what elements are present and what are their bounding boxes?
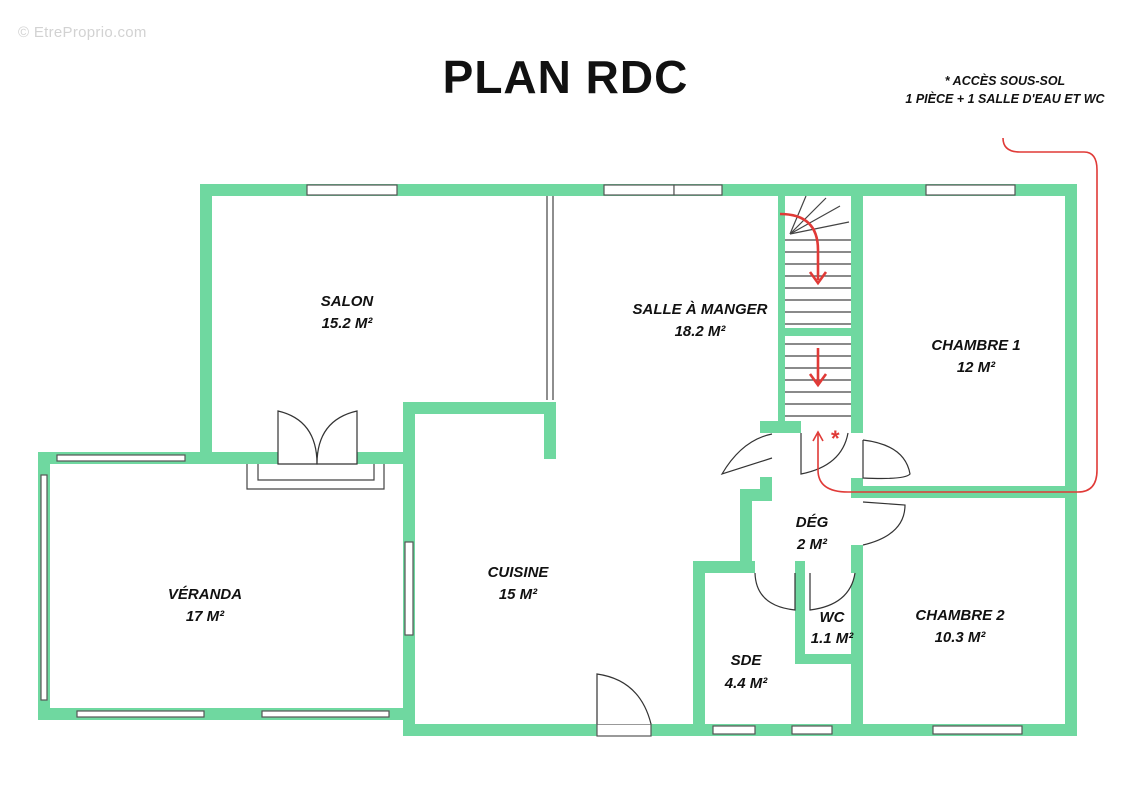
doors	[277, 410, 911, 725]
room-wc-name: WC	[820, 609, 846, 626]
stair-arrows	[779, 137, 1098, 493]
room-veranda-area: 17 M²	[186, 608, 225, 625]
partition-lines	[246, 196, 554, 490]
room-salon-name: SALON	[321, 293, 375, 310]
page-title: PLAN RDC	[442, 51, 689, 103]
room-sde-area: 4.4 M²	[724, 675, 769, 692]
room-cuisine-name: CUISINE	[488, 564, 550, 581]
room-chambre1-name: CHAMBRE 1	[931, 337, 1020, 354]
room-deg-name: DÉG	[796, 514, 829, 531]
basement-note: * ACCÈS SOUS-SOL 1 PIÈCE + 1 SALLE D'EAU…	[880, 72, 1130, 108]
basement-access-marker: *	[831, 426, 840, 451]
basement-note-line1: * ACCÈS SOUS-SOL	[944, 74, 1066, 88]
room-veranda-name: VÉRANDA	[168, 586, 242, 603]
windows	[40, 184, 1023, 737]
room-cuisine-area: 15 M²	[499, 586, 538, 603]
room-salle-a-manger-area: 18.2 M²	[675, 323, 727, 340]
basement-note-line2: 1 PIÈCE + 1 SALLE D'EAU ET WC	[905, 92, 1105, 106]
room-deg-area: 2 M²	[796, 536, 828, 553]
room-salon-area: 15.2 M²	[322, 315, 374, 332]
room-wc-area: 1.1 M²	[811, 630, 855, 647]
room-labels: SALON 15.2 M² SALLE À MANGER 18.2 M² CHA…	[168, 293, 1021, 692]
room-chambre2-area: 10.3 M²	[935, 629, 987, 646]
watermark: © EtreProprio.com	[18, 24, 147, 41]
room-chambre2-name: CHAMBRE 2	[915, 607, 1005, 624]
room-salle-a-manger-name: SALLE À MANGER	[633, 301, 768, 318]
walls	[38, 184, 1077, 736]
room-sde-name: SDE	[731, 652, 763, 669]
room-chambre1-area: 12 M²	[957, 359, 996, 376]
